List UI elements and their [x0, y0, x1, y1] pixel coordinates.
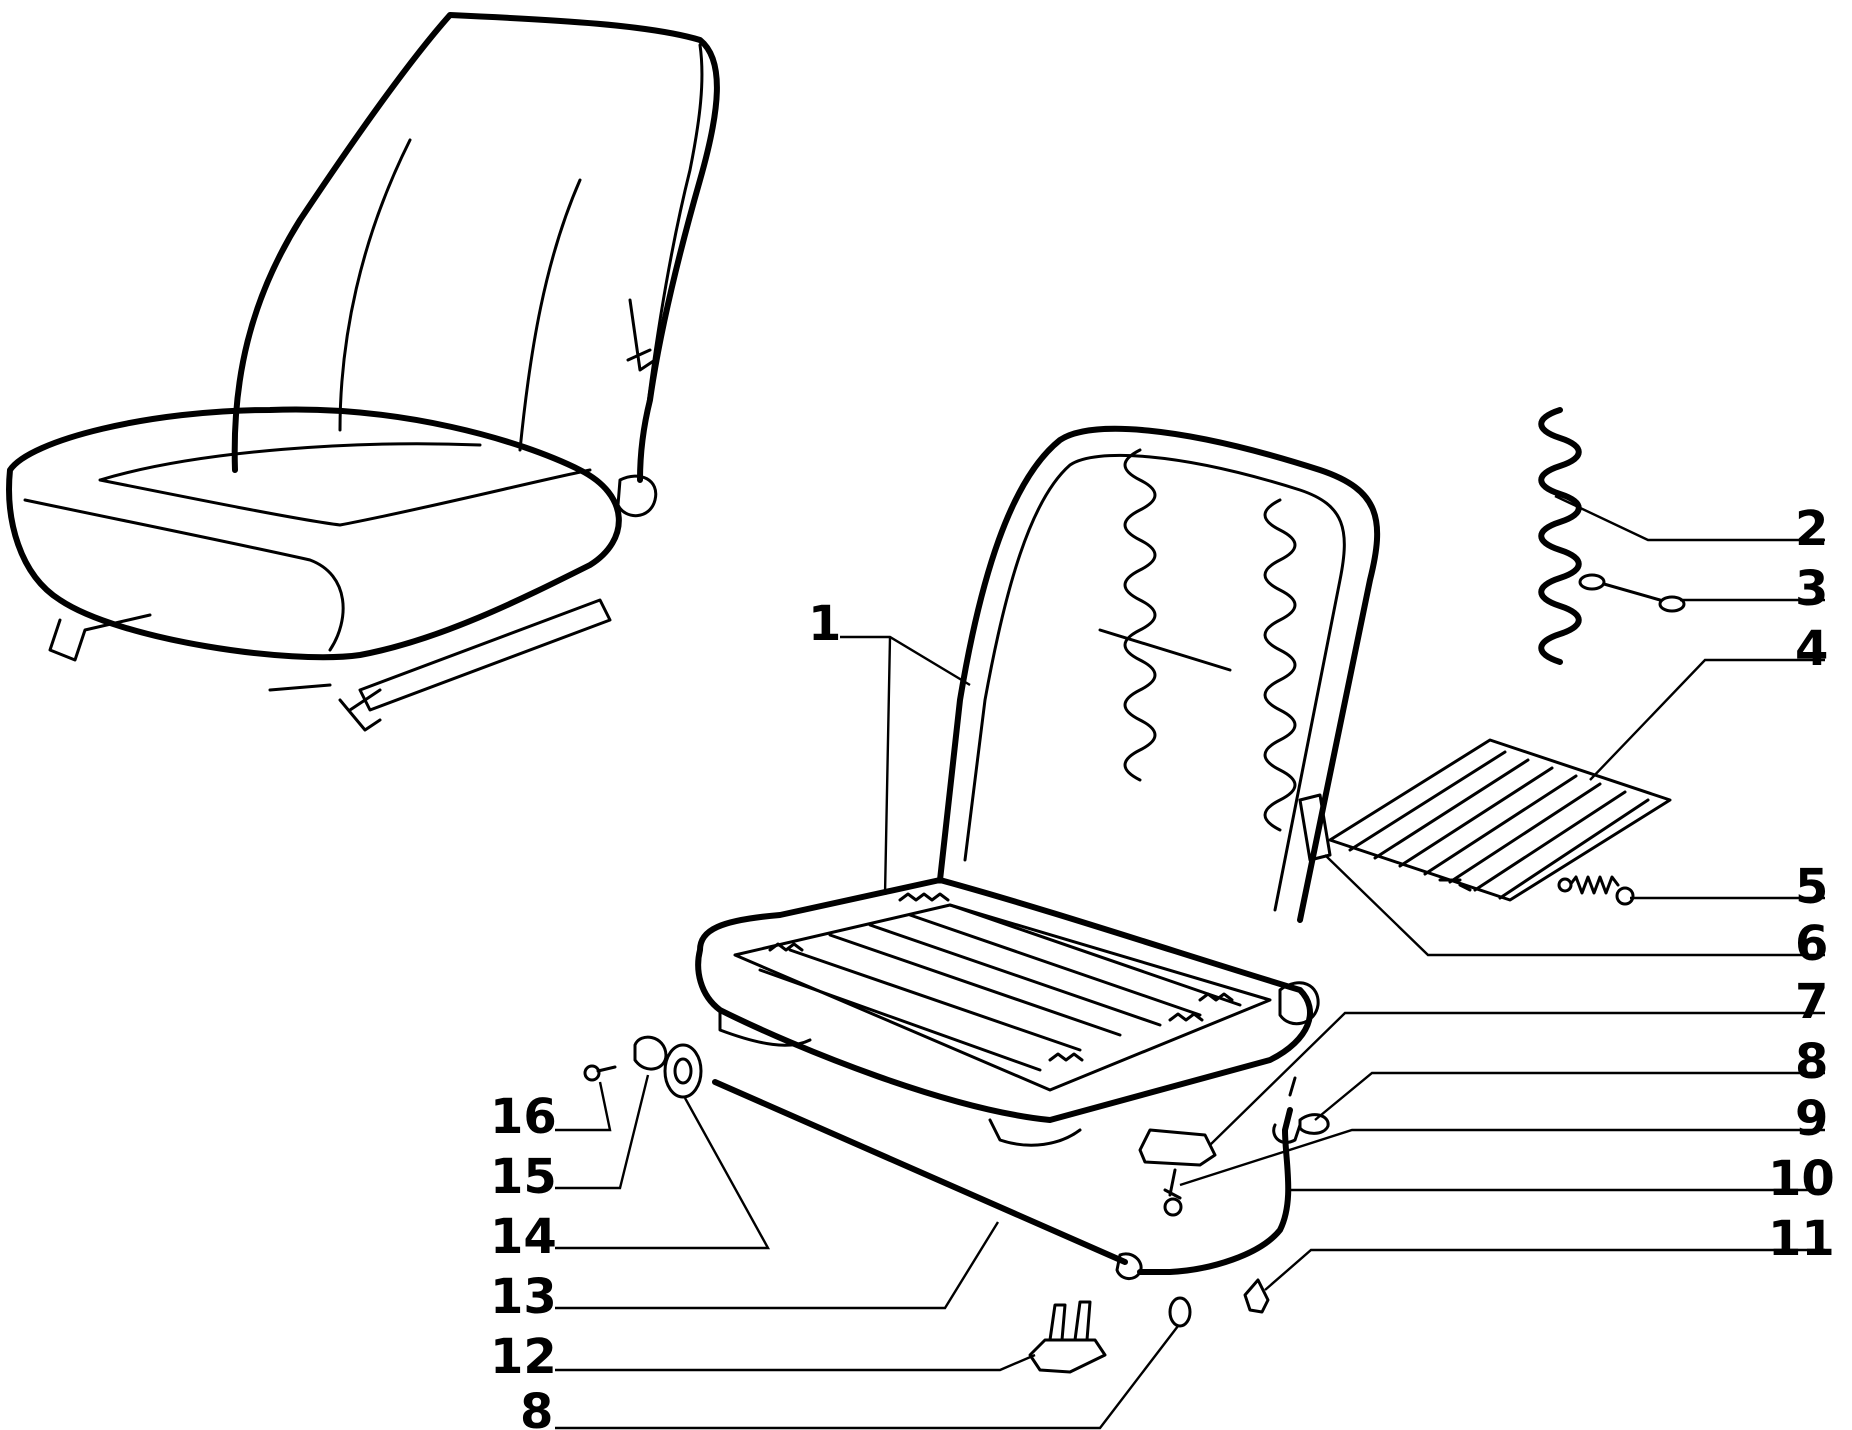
part-9-screw	[1163, 1168, 1183, 1217]
callout-11: 11	[1768, 1211, 1835, 1267]
leader-13	[555, 1221, 1000, 1310]
callout-1: 1	[808, 596, 841, 652]
callout-6: 6	[1795, 916, 1828, 972]
callout-14: 14	[490, 1209, 557, 1265]
leader-8b	[555, 1325, 1179, 1430]
backrest-spring-right	[1263, 498, 1297, 832]
backrest-spring-left	[1123, 448, 1157, 782]
callout-8-upper: 8	[1795, 1034, 1828, 1090]
leader-4	[1589, 658, 1825, 781]
callout-13: 13	[490, 1269, 557, 1325]
leader-6	[1324, 854, 1825, 957]
seat-front-bracket	[48, 613, 332, 692]
backrest-side-bracket	[1298, 793, 1332, 862]
part-16-screw	[583, 1064, 617, 1082]
callouts: 1 2 3 4 5 6 7 8 9 10 11 12 13 14 15 16 8	[490, 501, 1835, 1430]
callout-8-lower: 8	[520, 1384, 553, 1430]
part-14-handwheel	[663, 1043, 703, 1099]
backrest-cross-rod	[1098, 628, 1232, 672]
part-5-coil-spring	[1557, 875, 1635, 906]
cushion-slats	[758, 903, 1242, 1072]
part-10-release-cable	[1137, 1107, 1293, 1275]
callout-3: 3	[1795, 561, 1828, 617]
backrest-frame-inner	[963, 453, 1346, 912]
callout-16: 16	[490, 1089, 557, 1145]
part-7-pad	[1138, 1128, 1217, 1167]
seat-backrest-outline	[231, 12, 720, 483]
callout-10: 10	[1768, 1151, 1835, 1207]
seat-cushion-top	[98, 442, 592, 527]
leader-lines	[555, 494, 1825, 1430]
part-10-handle	[1272, 1076, 1302, 1144]
seat-backrest-panel-right	[518, 178, 582, 452]
leader-9	[1179, 1128, 1825, 1187]
cushion-frame-inner	[733, 903, 1272, 1092]
seat-cushion-outline	[6, 406, 622, 661]
cushion-frame	[695, 877, 1313, 1123]
seat-backrest-panel	[338, 138, 412, 432]
backrest-frame	[937, 425, 1381, 923]
leader-11	[1264, 1248, 1825, 1291]
seat-rail	[338, 598, 612, 732]
assembled-seat	[6, 12, 720, 732]
leader-12	[555, 1353, 1036, 1372]
part-3-link-rod	[1578, 573, 1686, 613]
leader-14	[555, 1097, 771, 1250]
part-15-knob	[633, 1035, 668, 1071]
leader-16	[555, 1081, 612, 1132]
seat-recline-lever	[626, 298, 657, 372]
part-4-spring-mat	[1328, 738, 1672, 902]
callout-4: 4	[1795, 621, 1828, 677]
part-8-washer-lower	[1168, 1296, 1192, 1328]
cushion-coil-springs	[768, 892, 1234, 1062]
leader-2	[1554, 494, 1825, 542]
part-11-clamp	[1243, 1278, 1270, 1314]
recliner-hinge	[1278, 981, 1320, 1026]
callout-7: 7	[1795, 974, 1828, 1030]
seat-recline-knob	[616, 474, 658, 518]
leader-7	[1209, 1011, 1825, 1146]
part-8-clip-upper	[1298, 1113, 1330, 1135]
callout-12: 12	[490, 1329, 557, 1385]
seat-frame	[695, 425, 1381, 1147]
leader-8a	[1314, 1071, 1825, 1121]
callout-5: 5	[1795, 859, 1828, 915]
leader-1	[840, 635, 971, 896]
seat-side-bolster	[638, 43, 704, 472]
part-13-adjust-rod	[712, 1079, 1143, 1280]
callout-2: 2	[1795, 501, 1828, 557]
part-2-zigzag-spring	[1538, 407, 1582, 665]
callout-9: 9	[1795, 1091, 1828, 1147]
part-12-bracket	[1028, 1300, 1107, 1374]
seat-cushion-front	[23, 498, 345, 652]
frame-base	[718, 1008, 1082, 1147]
callout-15: 15	[490, 1149, 557, 1205]
leader-15	[555, 1074, 650, 1190]
